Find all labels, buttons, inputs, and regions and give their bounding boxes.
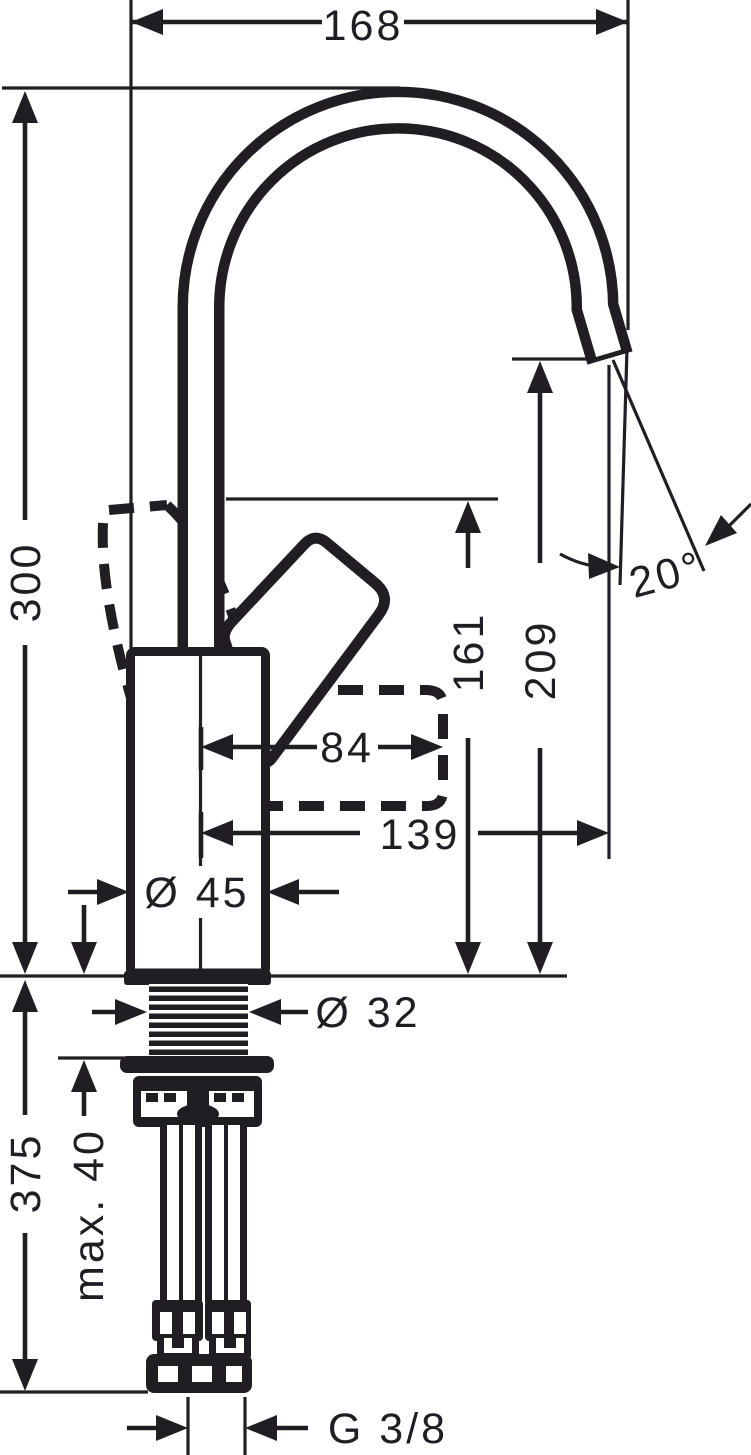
dimension-139: 139 <box>201 811 609 859</box>
mounting-shank-threads <box>149 984 248 1057</box>
dim-label-20deg: 20° <box>624 542 708 608</box>
dim-label-g38: G 3/8 <box>328 1405 448 1453</box>
dimension-161: 161 <box>445 501 493 974</box>
dim-label-max40: max. 40 <box>65 1128 113 1302</box>
angle-swivel-line <box>611 359 706 572</box>
faucet-spout <box>177 86 633 658</box>
supply-hose-right <box>205 1125 247 1302</box>
dimension-max40: max. 40 <box>65 905 113 1302</box>
angle-leader-right <box>725 502 751 530</box>
dimension-g38: G 3/8 <box>127 1405 448 1453</box>
supply-hose-left <box>160 1125 202 1302</box>
base-plate <box>124 971 271 985</box>
body-centerline <box>198 654 204 971</box>
reference-lines <box>0 0 630 1455</box>
dimension-209: 209 <box>517 361 565 974</box>
mounting-nut-assembly <box>133 1076 262 1127</box>
handle-down-position-dashed <box>267 685 448 811</box>
hose-connectors-base <box>146 1354 252 1393</box>
hose-connector-nuts <box>157 1338 251 1357</box>
dim-label-209: 209 <box>517 620 565 701</box>
dim-label-375: 375 <box>2 1133 50 1214</box>
hose-crimp-sleeves <box>152 1300 251 1341</box>
dimension-300: 300 <box>2 91 50 974</box>
dim-label-84: 84 <box>320 724 374 772</box>
dim-label-168: 168 <box>323 2 404 50</box>
dim-label-dia45: Ø 45 <box>144 869 249 917</box>
dimension-dia32: Ø 32 <box>92 989 420 1037</box>
dimension-84: 84 <box>201 724 443 772</box>
dim-label-139: 139 <box>380 811 461 859</box>
mounting-flange <box>120 1056 274 1073</box>
dim-label-161: 161 <box>445 612 493 693</box>
dimension-dia45: Ø 45 <box>68 869 339 917</box>
dimension-168: 168 <box>131 2 628 50</box>
faucet-body <box>126 647 270 978</box>
dimension-375: 375 <box>2 980 50 1391</box>
dim-label-300: 300 <box>2 542 50 623</box>
fixing-screw <box>177 1104 219 1124</box>
dim-label-dia32: Ø 32 <box>315 989 420 1037</box>
dimension-angle-20: 20° <box>559 348 751 608</box>
